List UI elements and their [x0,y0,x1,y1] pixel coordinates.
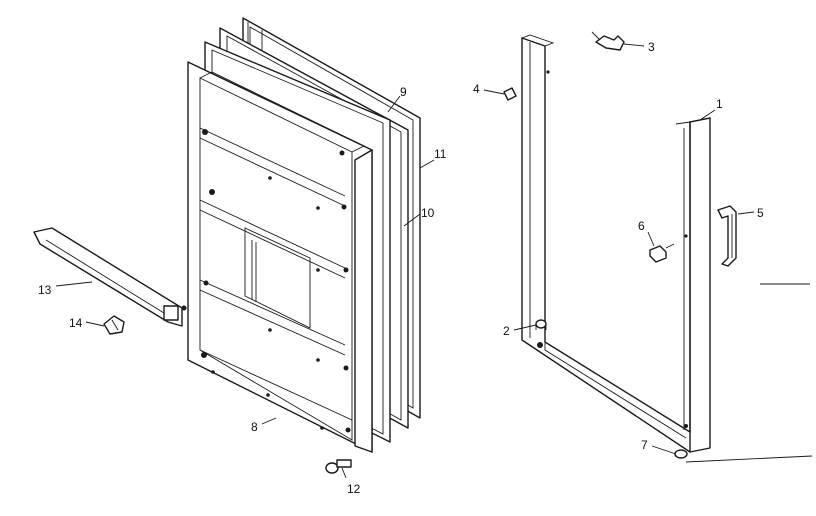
callout-2: 2 [503,324,510,338]
handle-bar-part-13 [33,227,187,327]
callout-1: 1 [716,97,723,111]
callout-7: 7 [641,438,648,452]
glide-part-7 [674,449,688,459]
bumper-part-4 [503,87,517,101]
callout-11: 11 [434,147,447,161]
clip-part-14 [103,315,125,335]
handle-part-5 [717,205,737,267]
callout-3: 3 [648,40,655,54]
door-panel-part-8 [187,61,373,453]
callout-8: 8 [251,420,258,434]
callout-10: 10 [421,206,435,220]
door-shell-part-1 [521,34,711,453]
pin-part-6 [649,243,675,263]
callout-12: 12 [347,482,361,496]
callout-4: 4 [473,82,480,96]
callout-5: 5 [757,206,764,220]
callout-13: 13 [38,283,52,297]
callout-14: 14 [69,316,83,330]
bushing-part-2 [535,319,547,330]
stop-part-3 [591,31,625,51]
callout-6: 6 [638,219,645,233]
reference-line-lower [685,455,813,463]
callout-9: 9 [400,85,407,99]
screw-part-12 [325,459,352,474]
leader-lines [55,43,755,479]
